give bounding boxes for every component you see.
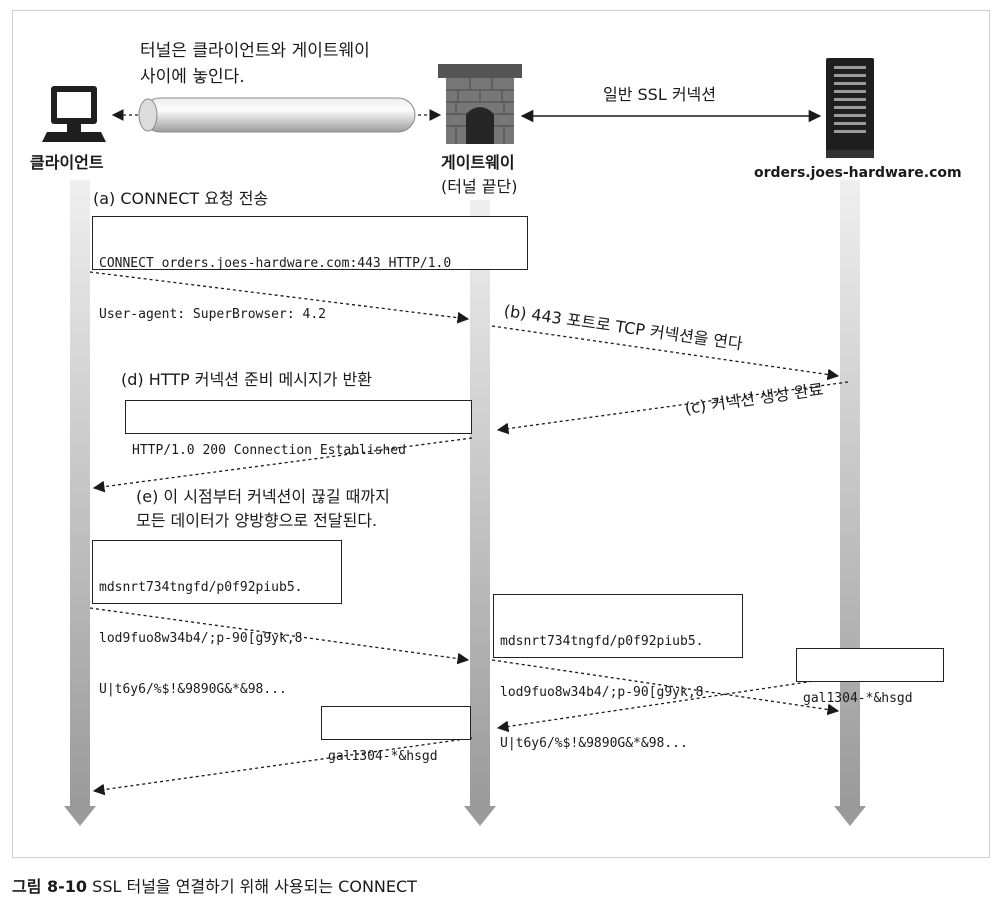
- step-a-label: (a) CONNECT 요청 전송: [93, 189, 269, 208]
- connect-request-box: CONNECT orders.joes-hardware.com:443 HTT…: [92, 216, 528, 322]
- data-gateway-line2: lod9fuo8w34b4/;p-90[g9yk,8: [500, 685, 704, 700]
- data-client-line3: U|t6y6/%$!&9890G&*&98...: [99, 682, 287, 697]
- computer-icon: [42, 86, 106, 142]
- lifeline-server: [834, 180, 866, 826]
- lifeline-gateway: [464, 200, 496, 826]
- data-gateway-line1: mdsnrt734tngfd/p0f92piub5.: [500, 634, 704, 649]
- tunnel-note-line1: 터널은 클라이언트와 게이트웨이: [140, 41, 370, 61]
- server-label: orders.joes-hardware.com: [754, 165, 962, 181]
- tunnel-note-line2: 사이에 놓인다.: [140, 67, 245, 87]
- arrow-connection-created: [496, 381, 849, 435]
- arrow-reply-server-gateway: [496, 675, 849, 733]
- gateway-brick-icon: [438, 64, 522, 144]
- arrow-reply-gateway-client: [92, 737, 473, 796]
- step-e-label-line1: (e) 이 시점부터 커넥션이 끊길 때까지: [136, 487, 390, 506]
- gateway-label: 게이트웨이: [441, 153, 515, 172]
- figure-number: 그림 8-10: [12, 877, 88, 896]
- reply-box-gateway: gal1304-*&hsgd: [321, 706, 471, 764]
- figure-caption-text: SSL 터널을 연결하기 위해 사용되는 CONNECT: [92, 877, 417, 896]
- data-client-line1: mdsnrt734tngfd/p0f92piub5.: [99, 580, 303, 595]
- reply-server-text: gal1304-*&hsgd: [803, 691, 913, 706]
- figure-caption: 그림 8-10 SSL 터널을 연결하기 위해 사용되는 CONNECT: [12, 876, 417, 898]
- reply-box-server: gal1304-*&hsgd: [796, 648, 944, 706]
- arrow-tcp-open: [491, 325, 840, 381]
- connect-request-line1: CONNECT orders.joes-hardware.com:443 HTT…: [99, 256, 452, 271]
- connect-request-line2: User-agent: SuperBrowser: 4.2: [99, 307, 326, 322]
- data-gateway-line3: U|t6y6/%$!&9890G&*&98...: [500, 736, 688, 751]
- server-icon: [826, 58, 874, 158]
- tunnel-tube: [138, 97, 416, 133]
- data-box-client: mdsnrt734tngfd/p0f92piub5. lod9fuo8w34b4…: [92, 540, 342, 697]
- data-box-gateway: mdsnrt734tngfd/p0f92piub5. lod9fuo8w34b4…: [493, 594, 743, 751]
- established-box: HTTP/1.0 200 Connection Established: [125, 400, 472, 458]
- established-text: HTTP/1.0 200 Connection Established: [132, 443, 406, 458]
- data-client-line2: lod9fuo8w34b4/;p-90[g9yk,8: [99, 631, 303, 646]
- step-e-label-line2: 모든 데이터가 양방향으로 전달된다.: [136, 511, 378, 530]
- gateway-sublabel: (터널 끝단): [441, 177, 518, 196]
- lifeline-client: [64, 180, 96, 826]
- reply-gateway-text: gal1304-*&hsgd: [328, 749, 438, 764]
- arrow-data-gateway-server: [491, 659, 840, 716]
- client-label: 클라이언트: [30, 153, 104, 172]
- step-d-label: (d) HTTP 커넥션 준비 메시지가 반환: [121, 370, 372, 389]
- ssl-connection-label: 일반 SSL 커넥션: [603, 85, 716, 104]
